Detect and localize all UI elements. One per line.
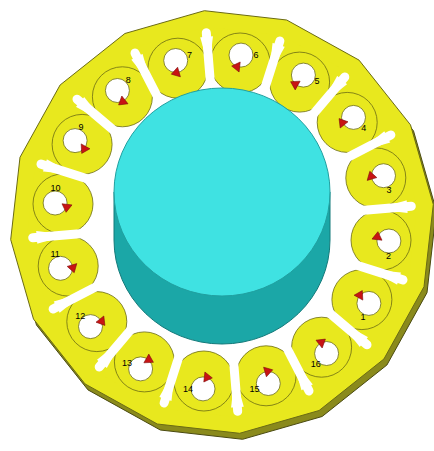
stator-hollow [36, 36, 408, 408]
coil-hole [43, 191, 67, 215]
callout-number: 16 [311, 359, 321, 369]
callout-number: 13 [122, 358, 132, 368]
callout-number: 12 [75, 311, 85, 321]
current-arrow [372, 232, 382, 241]
stator-slot [164, 355, 179, 403]
current-arrow [144, 354, 154, 363]
stator-slot [286, 347, 309, 391]
current-arrow [204, 372, 213, 382]
stator-slot [265, 41, 280, 89]
callout-number: 2 [386, 251, 391, 261]
current-arrow [171, 67, 180, 77]
stator-slot [135, 53, 158, 97]
callout-number: 9 [79, 122, 84, 132]
callout-number: 6 [253, 50, 258, 60]
stator-rim [11, 11, 434, 434]
rotor-top [114, 88, 330, 296]
stator-tooth-tip [33, 174, 93, 234]
current-arrow [354, 291, 363, 301]
current-arrow [119, 96, 128, 105]
stator-tooth-tip [174, 351, 234, 411]
current-arrow [81, 144, 90, 154]
coil-hole [377, 229, 401, 253]
stator-tooth-tip [351, 210, 411, 270]
current-arrow [316, 339, 325, 348]
current-arrow [367, 171, 377, 180]
callout-number: 10 [50, 183, 60, 193]
current-arrow [291, 81, 301, 90]
current-arrow [339, 119, 348, 128]
coil-hole [191, 377, 215, 401]
stator-slot [362, 206, 412, 210]
stator-slot [347, 135, 391, 158]
callout-number: 1 [360, 312, 365, 322]
stator-slot [206, 33, 210, 83]
stator-slot [234, 362, 238, 412]
current-arrow [67, 264, 77, 273]
coil-hole [229, 43, 253, 67]
current-arrow [62, 204, 72, 213]
stator-slot [313, 77, 345, 115]
stator-slot [355, 265, 403, 280]
callout-number: 4 [361, 123, 366, 133]
stator-slot [77, 99, 115, 131]
stator-tooth-tip [210, 33, 270, 93]
callout-number: 11 [51, 249, 60, 259]
current-arrow [264, 367, 273, 377]
callout-number: 7 [187, 50, 192, 60]
current-arrow [232, 62, 241, 72]
stator-slot [33, 234, 83, 238]
stator-slot [41, 164, 89, 179]
stator-slot [329, 313, 367, 345]
stator-slot [99, 329, 131, 367]
callout-number: 15 [249, 384, 259, 394]
callout-number: 5 [315, 76, 320, 86]
callout-number: 8 [126, 75, 131, 85]
callout-number: 3 [386, 185, 391, 195]
stator-slot [53, 286, 97, 309]
current-arrow [96, 316, 105, 325]
callout-number: 14 [183, 384, 193, 394]
